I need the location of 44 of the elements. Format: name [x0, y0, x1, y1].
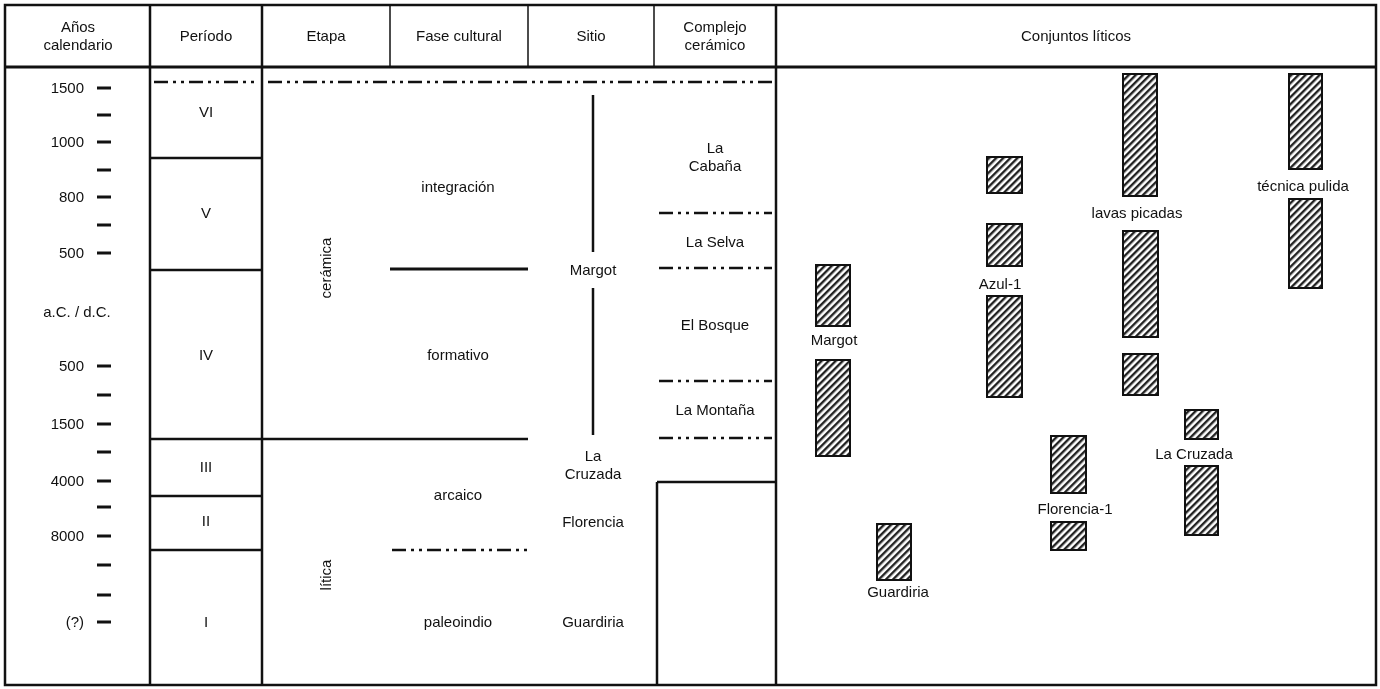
phase-label: arcaico [433, 486, 483, 504]
complex-label: La Montaña [675, 401, 755, 419]
column-header: Complejo cerámico [682, 18, 748, 54]
column-header: Conjuntos líticos [1020, 27, 1132, 45]
assemblage-label: lavas picadas [1091, 204, 1183, 222]
assemblage-label: Azul-1 [978, 275, 1022, 293]
assemblage-label: Florencia-1 [1037, 500, 1113, 518]
year-label: 500 [58, 357, 84, 375]
phase-label: integración [421, 178, 495, 196]
year-label: 1500 [50, 415, 84, 433]
stage-label: cerámica [317, 237, 335, 299]
column-header: Período [178, 27, 234, 45]
period-label: VI [198, 103, 214, 121]
column-header: Etapa [305, 27, 347, 45]
year-label: a.C. / d.C. [43, 303, 111, 321]
site-label: Margot [569, 261, 617, 279]
period-label: I [203, 613, 209, 631]
assemblage-label: Guardiria [867, 583, 929, 601]
column-header: Años calendario [42, 18, 114, 54]
period-label: II [201, 512, 211, 530]
period-label: V [201, 204, 211, 222]
phase-label: paleoindio [423, 613, 493, 631]
year-label: 800 [58, 188, 84, 206]
site-label: Florencia [562, 513, 624, 531]
year-label: (?) [65, 613, 84, 631]
phase-label: formativo [427, 346, 489, 364]
year-label: 1000 [50, 133, 84, 151]
assemblage-label: Margot [810, 331, 858, 349]
year-label: 500 [58, 244, 84, 262]
complex-label: El Bosque [680, 316, 750, 334]
complex-label: La Selva [685, 233, 745, 251]
column-header: Sitio [575, 27, 607, 45]
period-label: III [199, 458, 213, 476]
year-label: 8000 [50, 527, 84, 545]
period-label: IV [198, 346, 214, 364]
site-label: Guardiria [562, 613, 624, 631]
assemblage-label: La Cruzada [1155, 445, 1233, 463]
complex-label: La Cabaña [687, 139, 743, 175]
year-label: 4000 [50, 472, 84, 490]
assemblage-label: técnica pulida [1257, 177, 1349, 195]
year-label: 1500 [50, 79, 84, 97]
site-label: La Cruzada [563, 447, 623, 483]
column-header: Fase cultural [416, 27, 502, 45]
stage-label: lítica [317, 559, 335, 591]
